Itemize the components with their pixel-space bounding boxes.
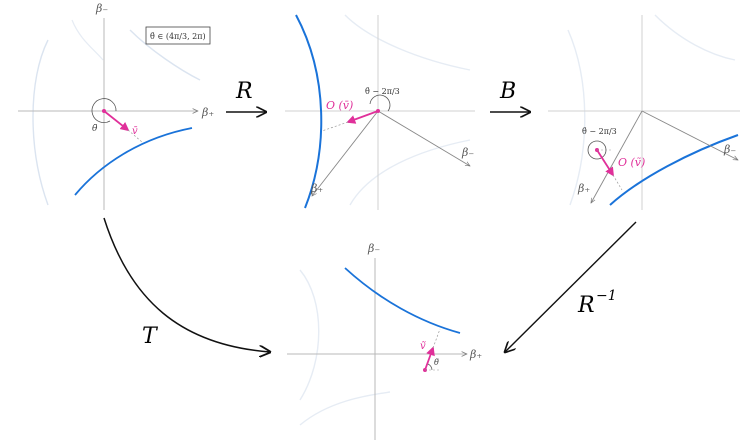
blue-wall-curve — [295, 14, 323, 209]
map-R: R — [226, 79, 266, 112]
panel-1: β₋ β₊ θ̄ ∈ (4π/3, 2π) θ̄ v̄ — [18, 2, 214, 210]
map-B-label: B — [499, 79, 516, 104]
O-v-tilde-label: O (ṽ) — [618, 156, 645, 169]
O-v-bar-label: O (v̄) — [326, 99, 353, 112]
dotted-extension — [432, 328, 441, 349]
faint-curve — [299, 269, 320, 401]
beta-plus-label: β₊ — [310, 182, 323, 195]
map-T-label: T — [142, 324, 159, 349]
rotated-beta-minus-axis — [641, 110, 738, 161]
beta-plus-label: β₊ — [577, 182, 590, 195]
blue-wall-curve — [344, 267, 461, 334]
faint-curve — [32, 39, 49, 206]
rotated-beta-minus-axis — [377, 110, 470, 166]
angle-arc — [427, 363, 433, 371]
dotted-extension — [612, 174, 623, 191]
v-bar-label: v̄ — [132, 126, 138, 137]
faint-curve — [654, 14, 736, 61]
faint-curve — [567, 29, 586, 206]
dotted-extension — [321, 121, 349, 132]
beta-minus-label: β₋ — [367, 242, 380, 255]
map-R-label: R — [235, 79, 253, 104]
faint-curve — [349, 139, 471, 206]
map-R-inverse-label: R — [577, 293, 595, 318]
map-R-inverse: R −1 — [505, 221, 637, 352]
rotated-beta-plus-axis — [312, 110, 379, 196]
angle-arc — [91, 98, 117, 123]
theta-tilde-label: θ̃ — [434, 358, 439, 367]
panel-2: β₊ β₋ θ̄ − 2π/3 O (v̄) — [285, 14, 475, 210]
beta-minus-label: β₋ — [95, 2, 108, 15]
angle-arc — [369, 94, 391, 112]
panel-3: β₊ β₋ θ̄ − 2π/3 O (ṽ) — [548, 14, 740, 210]
v-tilde-label: ṽ — [420, 341, 426, 352]
map-T-arrow — [103, 217, 270, 352]
theta-range-box — [145, 26, 211, 45]
dotted-extension — [127, 129, 143, 143]
beta-plus-label: β₊ — [469, 348, 482, 361]
theta-range-text: θ̄ ∈ (4π/3, 2π) — [150, 32, 206, 41]
map-T: T — [103, 217, 270, 352]
O-v-tilde-vector — [596, 149, 614, 177]
beta-plus-label: β₊ — [201, 106, 214, 119]
angle-label: θ̄ − 2π/3 — [582, 127, 617, 136]
panel-4: β₋ β₊ ṽ θ̃ — [287, 242, 482, 440]
beta-minus-label: β₋ — [461, 146, 474, 159]
blue-wall-curve — [609, 134, 739, 206]
map-R-inverse-exponent: −1 — [596, 288, 617, 304]
O-v-bar-vector — [346, 110, 379, 124]
faint-curve — [299, 391, 391, 426]
beta-minus-label: β₋ — [723, 143, 736, 156]
map-R-inverse-arrow — [505, 221, 637, 352]
faint-curve — [344, 14, 471, 71]
faint-curve — [129, 29, 201, 81]
theta-bar-label: θ̄ — [92, 124, 98, 134]
faint-curve — [71, 19, 104, 61]
map-B: B — [490, 79, 530, 112]
angle-label: θ̄ − 2π/3 — [365, 87, 400, 96]
v-tilde-vector — [424, 346, 435, 371]
v-bar-vector — [103, 110, 130, 132]
blue-wall-curve — [74, 127, 193, 196]
rotated-beta-plus-axis — [590, 110, 643, 203]
